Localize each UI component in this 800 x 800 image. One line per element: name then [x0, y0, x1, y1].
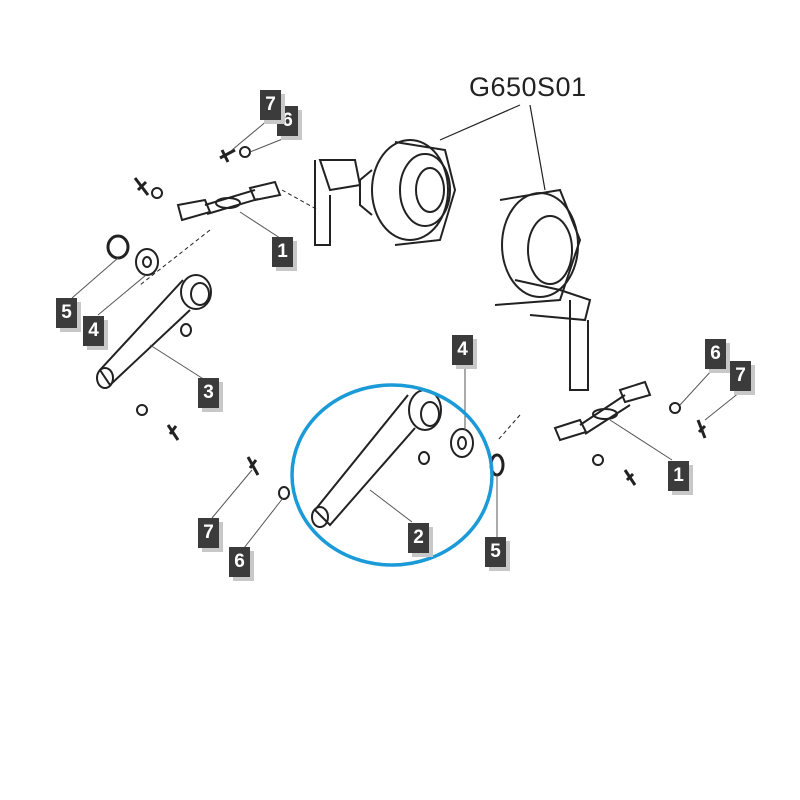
- callout-5: 5: [56, 298, 77, 328]
- lever-arm-2: [311, 389, 442, 528]
- callout-7: 7: [198, 518, 219, 548]
- callout-6: 6: [705, 339, 726, 369]
- callout-2: 2: [408, 523, 429, 553]
- highlight-circle: [290, 383, 494, 567]
- clutch-hub-lower: [494, 188, 592, 391]
- turnbuckle-upper: [139, 180, 319, 286]
- callout-1: 1: [272, 237, 293, 267]
- callout-6: 6: [277, 106, 298, 136]
- title-leaders: [439, 104, 546, 191]
- callout-3: 3: [198, 378, 219, 408]
- callout-1: 1: [668, 461, 689, 491]
- lever-arm-3: [96, 274, 212, 389]
- diagram-title: G650S01: [469, 72, 587, 102]
- callout-5: 5: [485, 537, 506, 567]
- small-parts: [106, 146, 707, 500]
- callout-4: 4: [452, 335, 473, 365]
- callout-leaders: [71, 119, 741, 549]
- turnbuckle-lower: [497, 380, 652, 442]
- clutch-hub-upper: [314, 139, 457, 246]
- callout-6: 6: [229, 547, 250, 577]
- callout-4: 4: [83, 316, 104, 346]
- callout-7: 7: [260, 90, 281, 120]
- callout-7: 7: [730, 361, 751, 391]
